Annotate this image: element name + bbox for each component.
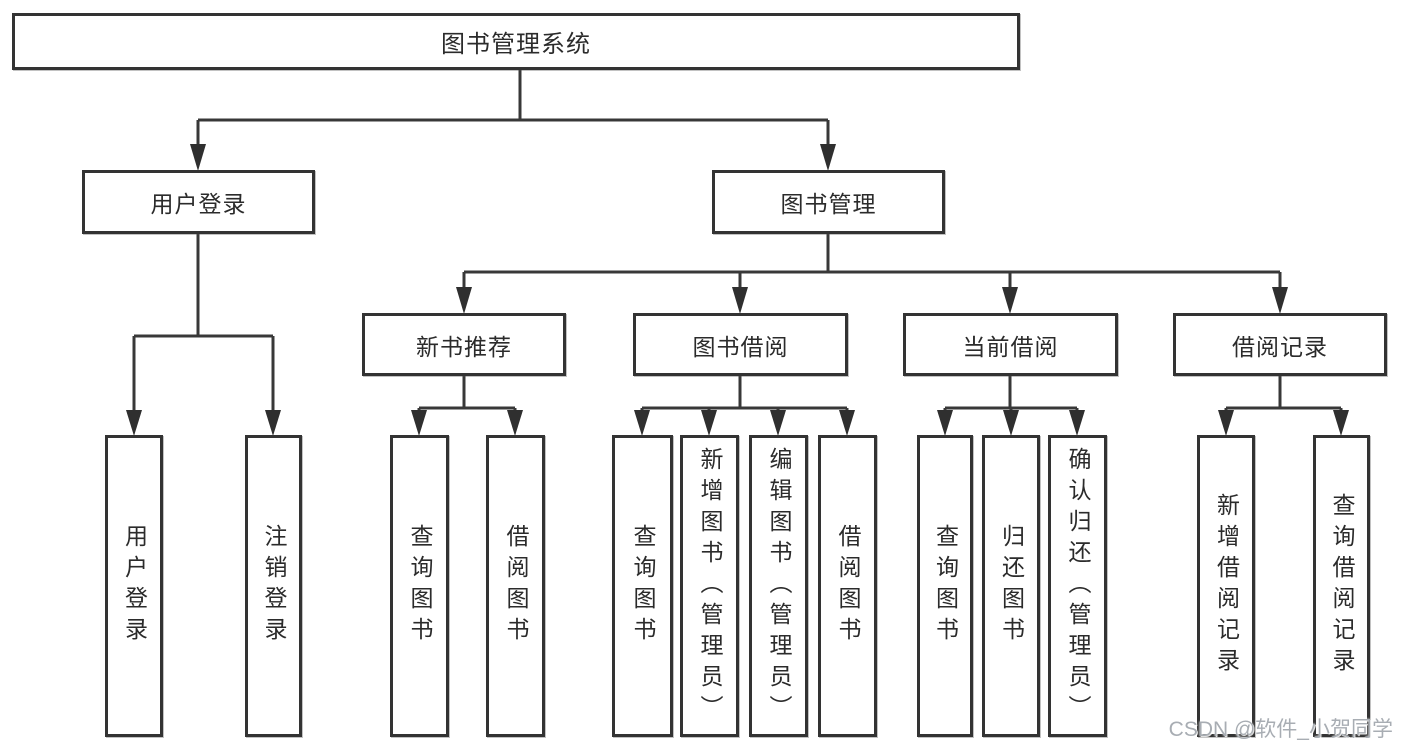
leaf-query-books-3: 查询图书 <box>917 435 973 737</box>
leaf-confirm-return-admin: 确认归还（管理员） <box>1048 435 1107 737</box>
node-label: 新增图书（管理员） <box>697 446 723 726</box>
connector-strokes <box>132 70 1343 418</box>
node-label: 借阅图书 <box>503 524 529 648</box>
node-label: 当前借阅 <box>962 333 1059 360</box>
node-label: 查询图书 <box>630 524 656 648</box>
node-library-management-system: 图书管理系统 <box>12 13 1020 70</box>
node-label: 借阅图书 <box>835 524 861 648</box>
csdn-watermark: CSDN @软件_小贺同学 <box>1168 718 1393 741</box>
node-user-login: 用户登录 <box>82 170 315 234</box>
node-borrowing-records: 借阅记录 <box>1173 313 1387 376</box>
node-label: 编辑图书（管理员） <box>766 446 792 726</box>
node-current-borrowing: 当前借阅 <box>903 313 1118 376</box>
leaf-query-borrow-record: 查询借阅记录 <box>1313 435 1370 737</box>
leaf-edit-book-admin: 编辑图书（管理员） <box>749 435 808 737</box>
leaf-add-book-admin: 新增图书（管理员） <box>680 435 739 737</box>
node-label: 确认归还（管理员） <box>1065 446 1091 726</box>
node-book-borrowing: 图书借阅 <box>633 313 848 376</box>
node-new-book-recommend: 新书推荐 <box>362 313 566 376</box>
node-label: 查询图书 <box>407 524 433 648</box>
leaf-user-login: 用户登录 <box>105 435 163 737</box>
leaf-add-borrow-record: 新增借阅记录 <box>1197 435 1255 737</box>
node-label: 用户登录 <box>121 524 148 648</box>
node-label: 图书管理 <box>780 191 877 217</box>
node-book-management: 图书管理 <box>712 170 945 234</box>
leaf-query-books-1: 查询图书 <box>390 435 449 737</box>
leaf-borrow-books-2: 借阅图书 <box>818 435 877 737</box>
leaf-return-book: 归还图书 <box>982 435 1040 737</box>
node-label: 新书推荐 <box>416 333 512 360</box>
node-label: 新增借阅记录 <box>1213 493 1240 679</box>
node-label: 查询图书 <box>932 524 959 648</box>
node-label: 图书借阅 <box>692 333 789 360</box>
node-label: 借阅记录 <box>1232 333 1328 360</box>
node-label: 归还图书 <box>998 524 1025 648</box>
arrowheads <box>126 144 1349 436</box>
node-label: 注销登录 <box>261 524 287 648</box>
node-label: 图书管理系统 <box>441 31 591 58</box>
leaf-logout: 注销登录 <box>245 435 302 737</box>
leaf-borrow-books-1: 借阅图书 <box>486 435 545 737</box>
node-label: 用户登录 <box>150 191 247 217</box>
leaf-query-books-2: 查询图书 <box>612 435 673 737</box>
node-label: 查询借阅记录 <box>1329 493 1355 679</box>
